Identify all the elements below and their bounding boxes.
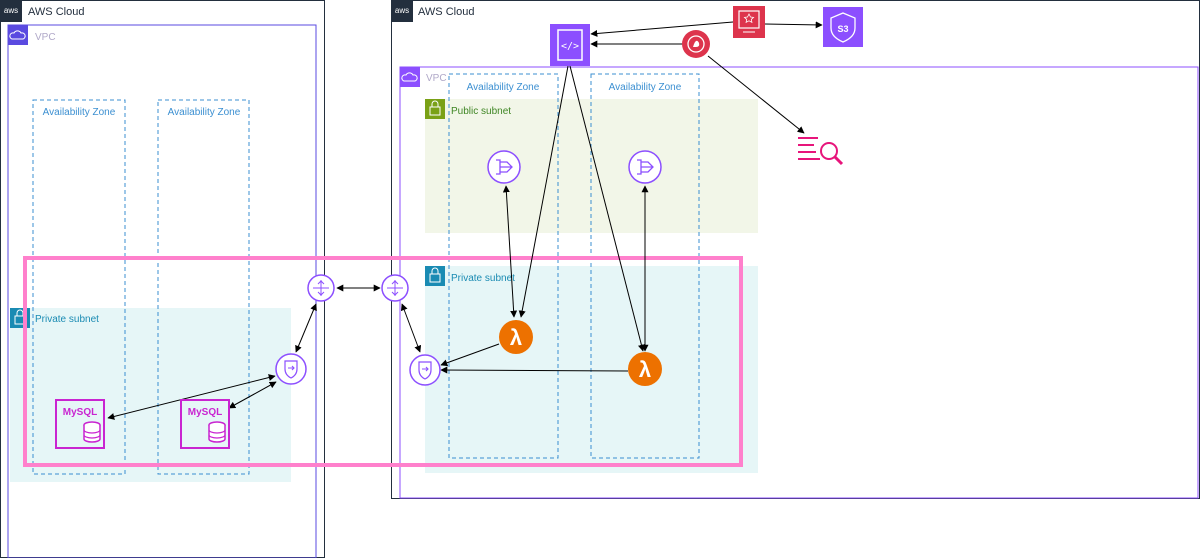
rds-mysql-icon[interactable]: MySQL [180, 399, 230, 449]
right-az1-label: Availability Zone [467, 82, 540, 93]
left-az1-label: Availability Zone [43, 107, 116, 118]
lambda-icon[interactable]: λ [499, 320, 533, 354]
connector-lambda2-endpoint [440, 366, 629, 374]
right-az2-label: Availability Zone [609, 82, 682, 93]
svg-text:MySQL: MySQL [188, 407, 222, 418]
lock-icon [425, 266, 445, 286]
connector-nat1-lambda1 [502, 185, 518, 318]
svg-text:S3: S3 [837, 24, 848, 34]
connector-cert-to-s3 [764, 21, 823, 29]
left-private-subnet-label: Private subnet [35, 314, 99, 325]
left-vpc-label: VPC [35, 32, 56, 43]
connector-apigw-to-lambda1 [518, 65, 569, 318]
svg-text:MySQL: MySQL [63, 407, 97, 418]
right-az-2[interactable]: Availability Zone [590, 73, 700, 459]
nat-gateway-icon[interactable] [487, 150, 521, 184]
connector-waf-to-logs [707, 55, 805, 134]
right-az-1[interactable]: Availability Zone [448, 73, 559, 459]
log-search-icon[interactable] [798, 137, 844, 166]
connector-right-router-endpoint [400, 303, 422, 353]
api-gateway-icon[interactable]: </> [550, 24, 590, 66]
privatelink-endpoint-icon[interactable] [409, 354, 441, 386]
right-aws-cloud-group[interactable]: aws AWS Cloud [391, 0, 1200, 499]
rds-mysql-icon[interactable]: MySQL [55, 399, 105, 449]
right-private-subnet-label: Private subnet [451, 273, 515, 284]
svg-text:</>: </> [561, 41, 579, 52]
lambda-icon[interactable]: λ [628, 352, 662, 386]
svg-text:aws: aws [4, 6, 18, 15]
svg-text:λ: λ [510, 325, 522, 350]
lock-icon [425, 99, 445, 119]
waf-icon[interactable] [682, 30, 710, 58]
connector-cert-to-apigw [590, 21, 734, 37]
transit-router-icon[interactable] [381, 274, 409, 302]
certificate-manager-icon[interactable] [733, 6, 765, 38]
connector-lambda1-endpoint [440, 343, 500, 367]
left-az-1[interactable]: Availability Zone [32, 99, 126, 475]
connectors [107, 21, 823, 420]
highlight-box [23, 256, 743, 467]
left-cloud-label: AWS Cloud [28, 6, 84, 18]
s3-icon[interactable]: S3 [823, 7, 863, 47]
left-az-2[interactable]: Availability Zone [157, 99, 250, 475]
vpc-cloud-icon [8, 25, 28, 45]
left-az2-label: Availability Zone [168, 107, 241, 118]
aws-logo-icon: aws [0, 0, 22, 22]
right-public-subnet-label: Public subnet [451, 106, 511, 117]
connector-left-router-endpoint [295, 303, 317, 353]
nat-gateway-icon[interactable] [628, 150, 662, 184]
connector-apigw-to-lambda2 [569, 65, 645, 352]
privatelink-endpoint-icon[interactable] [275, 353, 307, 385]
svg-text:aws: aws [395, 6, 409, 15]
transit-router-icon[interactable] [307, 274, 335, 302]
right-vpc-label: VPC [426, 73, 447, 84]
vpc-cloud-icon [400, 67, 420, 87]
connector-endpoint-mysql2 [228, 381, 277, 409]
aws-logo-icon: aws [391, 0, 413, 22]
right-cloud-label: AWS Cloud [418, 6, 474, 18]
svg-text:λ: λ [639, 357, 651, 382]
